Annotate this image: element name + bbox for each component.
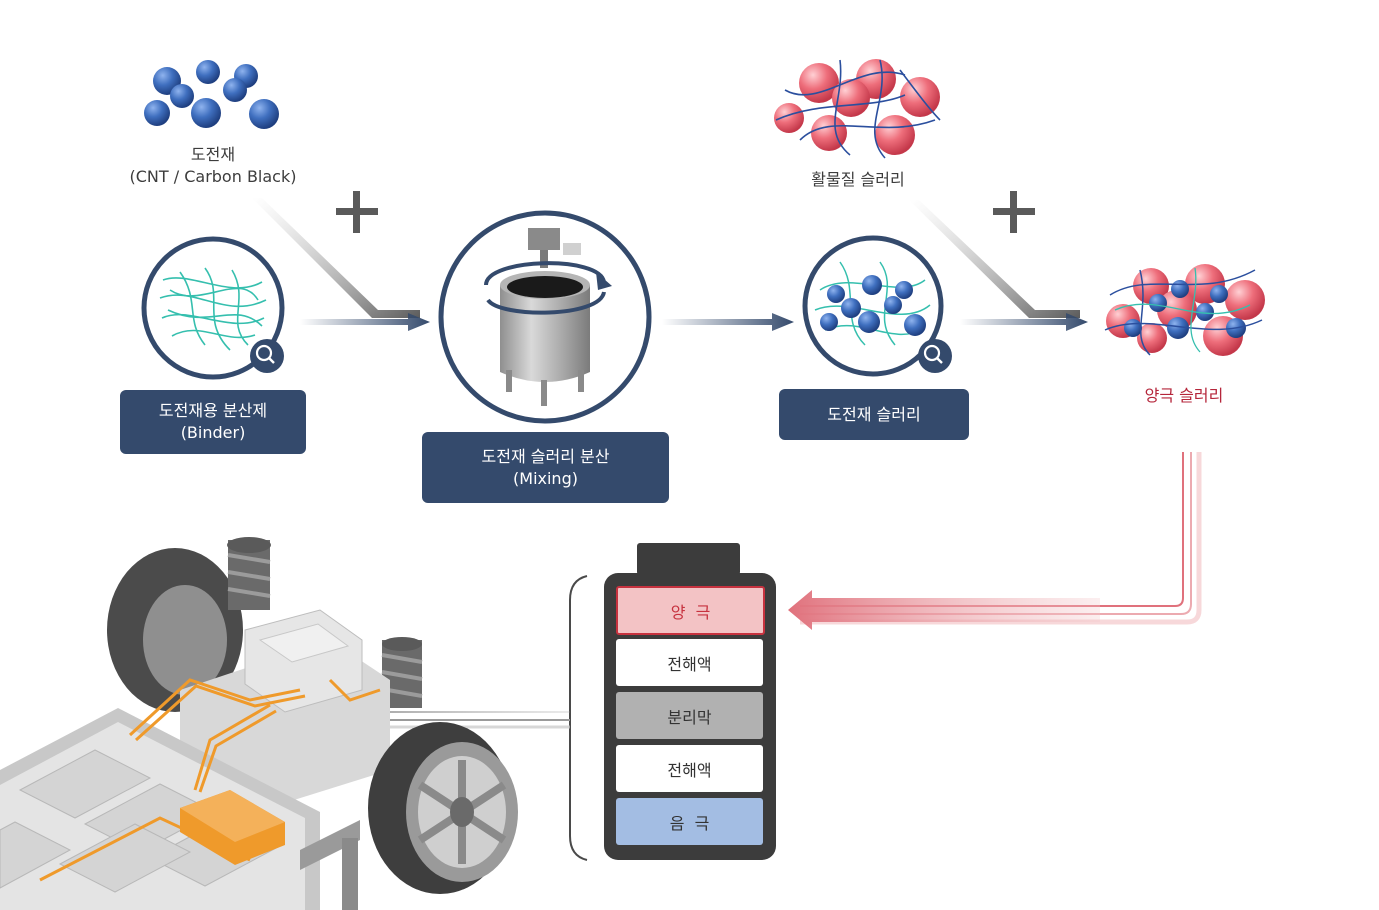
- layer-electrolyte-top: 전해액: [616, 639, 763, 686]
- conductive-material-examples: (CNT / Carbon Black): [129, 167, 297, 186]
- plus-icon-left: [336, 191, 378, 233]
- merge-arrow-right: [909, 200, 1080, 318]
- conductive-particles-icon: [144, 60, 279, 129]
- magnifier-icon-slurry: [936, 357, 943, 364]
- conductive-slurry-magnify-circle: [802, 235, 952, 377]
- magnifier-icon-binder: [268, 357, 275, 364]
- conductive-material-label: 도전재 (CNT / Carbon Black): [110, 144, 316, 188]
- flow-arrow-binder-to-mixer: [300, 313, 430, 331]
- mixing-box: 도전재 슬러리 분산 (Mixing): [422, 432, 669, 503]
- binder-magnify-circle: [141, 236, 285, 380]
- mixing-name: 도전재 슬러리 분산: [481, 446, 610, 466]
- mixer-circle: [438, 210, 652, 424]
- flow-arrow-slurry-to-cathode: [960, 313, 1088, 331]
- binder-name: 도전재용 분산제: [158, 401, 268, 420]
- cathode-slurry-particles-icon: [1104, 264, 1265, 356]
- mixing-english: (Mixing): [513, 468, 578, 488]
- layer-cathode: 양 극: [616, 586, 765, 635]
- merge-arrow-left: [252, 198, 420, 318]
- cathode-flow-line: [800, 452, 1202, 625]
- conductive-slurry-box: 도전재 슬러리: [779, 389, 969, 440]
- conductive-material-name: 도전재: [190, 145, 236, 164]
- battery-bracket: [569, 575, 588, 861]
- cathode-flow-arrow: [788, 590, 1100, 630]
- flow-arrow-mixer-to-slurry: [662, 313, 794, 331]
- layer-anode: 음 극: [616, 798, 763, 845]
- conductive-slurry-name: 도전재 슬러리: [827, 404, 921, 424]
- ev-chassis-illustration: [0, 537, 518, 910]
- binder-english: (Binder): [180, 423, 246, 442]
- layer-electrolyte-bottom: 전해액: [616, 745, 763, 792]
- active-slurry-label: 활물질 슬러리: [811, 170, 905, 189]
- cathode-slurry-label: 양극 슬러리: [1144, 386, 1224, 405]
- layer-separator: 분리막: [616, 692, 763, 739]
- active-slurry-particles-icon: [774, 59, 941, 159]
- binder-box: 도전재용 분산제 (Binder): [120, 390, 306, 454]
- plus-icon-right: [993, 191, 1035, 233]
